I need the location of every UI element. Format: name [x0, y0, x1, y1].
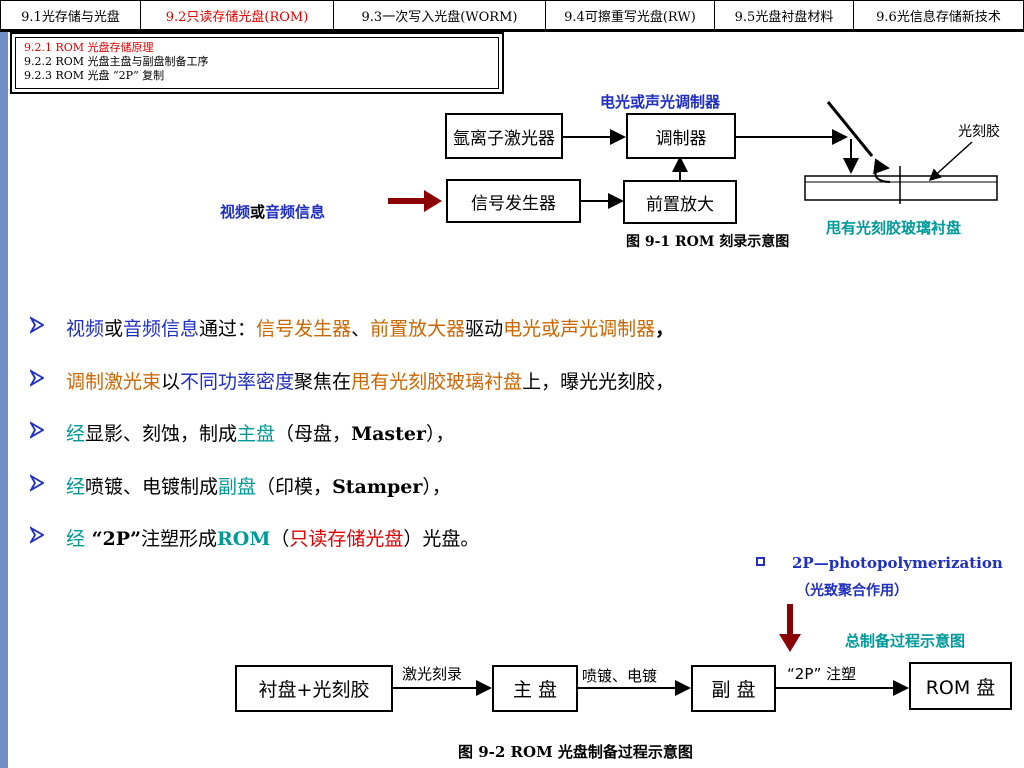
modulator-box: 调制器 — [626, 113, 736, 159]
bullet-text: 经显影、刻蚀，制成主盘（母盘，Master）， — [66, 423, 455, 445]
overall-process-label: 总制备过程示意图 — [845, 632, 966, 650]
arrowhead-bullet-icon — [30, 473, 44, 492]
section-subnav-inner: 9.2.1 ROM 光盘存储原理 9.2.2 ROM 光盘主盘与副盘制备工序 9… — [15, 37, 499, 89]
hollow-square-icon — [756, 557, 765, 566]
2p-definition: 2P—photopolymerization — [792, 554, 1003, 572]
substrate-annotation: 甩有光刻胶玻璃衬盘 — [826, 219, 962, 237]
tab-9-3[interactable]: 9.3一次写入光盘(WORM) — [333, 0, 545, 30]
input-label-video: 视频 — [220, 203, 251, 221]
chapter-tab-bar: 9.1光存储与光盘 9.2只读存储光盘(ROM) 9.3一次写入光盘(WORM)… — [0, 0, 1024, 32]
bullet-list: 视频或音频信息通过：信号发生器、前置放大器驱动电光或声光调制器， 调制激光束以不… — [30, 314, 910, 577]
list-item: 调制激光束以不同功率密度聚焦在甩有光刻胶玻璃衬盘上，曝光光刻胶， — [30, 367, 910, 420]
glass-substrate-shape — [804, 175, 998, 201]
subnav-item-9-2-3[interactable]: 9.2.3 ROM 光盘 “2P” 复制 — [24, 69, 165, 82]
master-disc-box: 主 盘 — [492, 665, 578, 712]
input-label-audio: 音频信息 — [265, 203, 326, 221]
arrowhead-bullet-icon — [30, 526, 44, 544]
photoresist-label: 光刻胶 — [958, 124, 1000, 140]
figure-9-2-caption: 图 9-2 ROM 光盘制备过程示意图 — [458, 743, 693, 761]
section-subnav: 9.2.1 ROM 光盘存储原理 9.2.2 ROM 光盘主盘与副盘制备工序 9… — [10, 32, 504, 94]
rom-disc-box: ROM 盘 — [909, 662, 1012, 710]
list-item: 经 “2P”注塑形成ROM（只读存储光盘）光盘。 — [30, 524, 910, 577]
tab-9-2[interactable]: 9.2只读存储光盘(ROM) — [140, 0, 333, 30]
plating-label: 喷镀、电镀 — [582, 667, 658, 685]
down-arrow-head-icon — [779, 634, 801, 652]
figure-9-1-caption: 图 9-1 ROM 刻录示意图 — [626, 234, 790, 250]
2p-molding-label: “2P” 注塑 — [787, 665, 857, 683]
tab-9-1[interactable]: 9.1光存储与光盘 — [0, 0, 140, 30]
bullet-text: 经 “2P”注塑形成ROM（只读存储光盘）光盘。 — [66, 528, 480, 550]
tab-9-4[interactable]: 9.4可擦重写光盘(RW) — [545, 0, 714, 30]
subnav-item-9-2-1[interactable]: 9.2.1 ROM 光盘存储原理 — [24, 41, 154, 54]
laser-record-label: 激光刻录 — [402, 665, 463, 683]
argon-laser-box: 氩离子激光器 — [445, 113, 563, 159]
input-arrow-head-icon — [424, 190, 442, 212]
list-item: 经显影、刻蚀，制成主盘（母盘，Master）， — [30, 419, 910, 472]
substrate-photoresist-box: 衬盘+光刻胶 — [235, 665, 393, 712]
input-signal-label: 视频或音频信息 — [220, 201, 325, 222]
arrowhead-bullet-icon — [30, 421, 44, 439]
bullet-text: 调制激光束以不同功率密度聚焦在甩有光刻胶玻璃衬盘上，曝光光刻胶， — [66, 370, 675, 393]
arrowhead-bullet-icon — [30, 368, 44, 387]
list-item: 经喷镀、电镀制成副盘（印模，Stamper）， — [30, 472, 910, 525]
mirror-shape — [826, 101, 874, 157]
tab-9-5[interactable]: 9.5光盘衬盘材料 — [714, 0, 853, 30]
bullet-text: 经喷镀、电镀制成副盘（印模，Stamper）， — [66, 475, 451, 498]
stamper-disc-box: 副 盘 — [691, 665, 776, 712]
modulator-annotation: 电光或声光调制器 — [600, 93, 721, 111]
arrowhead-bullet-icon — [30, 316, 44, 334]
bullet-text: 视频或音频信息通过：信号发生器、前置放大器驱动电光或声光调制器， — [66, 318, 675, 340]
photoresist-leader-arrow — [928, 141, 973, 182]
2p-chinese-definition: （光致聚合作用） — [796, 583, 908, 599]
rotation-arrow-icon — [873, 158, 891, 183]
list-item: 视频或音频信息通过：信号发生器、前置放大器驱动电光或声光调制器， — [30, 314, 910, 367]
subnav-item-9-2-2[interactable]: 9.2.2 ROM 光盘主盘与副盘制备工序 — [24, 55, 209, 68]
signal-generator-box: 信号发生器 — [446, 179, 581, 223]
left-accent-stripe — [0, 32, 8, 768]
preamp-box: 前置放大 — [623, 180, 737, 224]
input-label-or: 或 — [250, 203, 266, 221]
